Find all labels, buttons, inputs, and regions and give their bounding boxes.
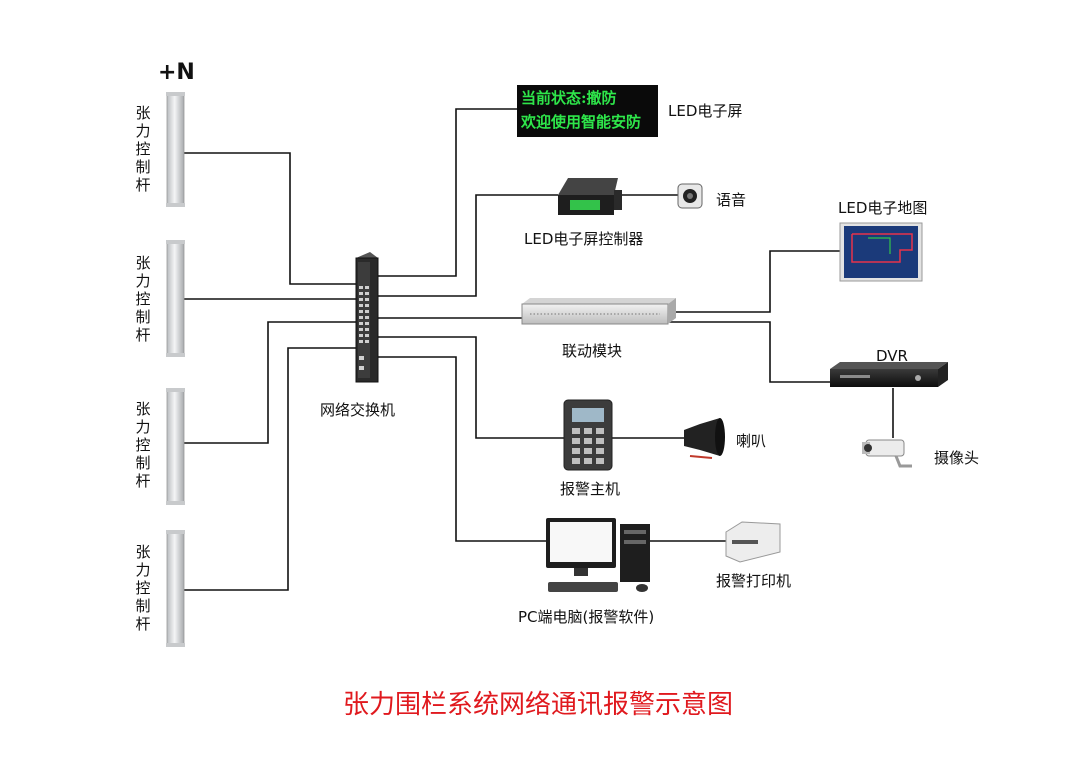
linkage-module-icon bbox=[521, 298, 676, 325]
led-map-icon bbox=[839, 222, 923, 282]
voice-label: 语音 bbox=[716, 191, 747, 209]
alarm-host-label: 报警主机 bbox=[560, 480, 621, 498]
wire-switch-alarm-host bbox=[378, 336, 564, 439]
wire-linkage-dvr bbox=[668, 321, 830, 383]
pole-count-label: +N bbox=[158, 60, 195, 85]
led-screen-label: LED电子屏 bbox=[668, 102, 743, 120]
led-screen-line2: 欢迎使用智能安防 bbox=[521, 113, 642, 131]
wires bbox=[184, 108, 894, 591]
wire-switch-pc bbox=[378, 356, 546, 542]
dvr-label: DVR bbox=[876, 347, 908, 365]
horn-icon bbox=[684, 418, 725, 459]
pole-label-4: 张力控制杆 bbox=[135, 543, 151, 633]
wire-pole4-switch bbox=[184, 347, 362, 591]
printer-label: 报警打印机 bbox=[716, 572, 792, 590]
horn-label: 喇叭 bbox=[736, 432, 767, 450]
wire-pole3-switch bbox=[184, 321, 362, 444]
linkage-module-label: 联动模块 bbox=[562, 342, 623, 360]
network-switch-icon bbox=[355, 252, 379, 383]
wire-switch-led-controller bbox=[378, 194, 558, 297]
camera-label: 摄像头 bbox=[934, 449, 980, 467]
printer-icon bbox=[725, 521, 781, 563]
pole-label-2: 张力控制杆 bbox=[135, 254, 151, 344]
fence-pole-4 bbox=[166, 530, 185, 647]
pc-label: PC端电脑(报警软件) bbox=[518, 608, 655, 626]
alarm-host-icon bbox=[563, 399, 613, 471]
wire-linkage-ledmap bbox=[668, 250, 840, 313]
fence-pole-1 bbox=[166, 92, 185, 207]
led-map-label: LED电子地图 bbox=[838, 199, 928, 217]
dvr-icon bbox=[830, 362, 948, 387]
switch-label: 网络交换机 bbox=[320, 401, 396, 419]
pole-label-1: 张力控制杆 bbox=[135, 104, 151, 194]
led-controller-label: LED电子屏控制器 bbox=[524, 230, 644, 248]
diagram-title: 张力围栏系统网络通讯报警示意图 bbox=[342, 690, 733, 720]
wire-pole1-switch bbox=[184, 152, 362, 285]
fence-pole-3 bbox=[166, 388, 185, 505]
led-controller-icon bbox=[558, 178, 622, 215]
pc-computer-icon bbox=[546, 518, 650, 592]
led-screen: 当前状态:撤防 欢迎使用智能安防 bbox=[517, 85, 658, 137]
camera-icon bbox=[862, 439, 912, 468]
fence-pole-2 bbox=[166, 240, 185, 357]
wire-switch-led-screen bbox=[378, 108, 517, 277]
pole-label-3: 张力控制杆 bbox=[135, 400, 151, 490]
voice-speaker-icon bbox=[677, 183, 703, 209]
led-screen-line1: 当前状态:撤防 bbox=[521, 89, 617, 107]
